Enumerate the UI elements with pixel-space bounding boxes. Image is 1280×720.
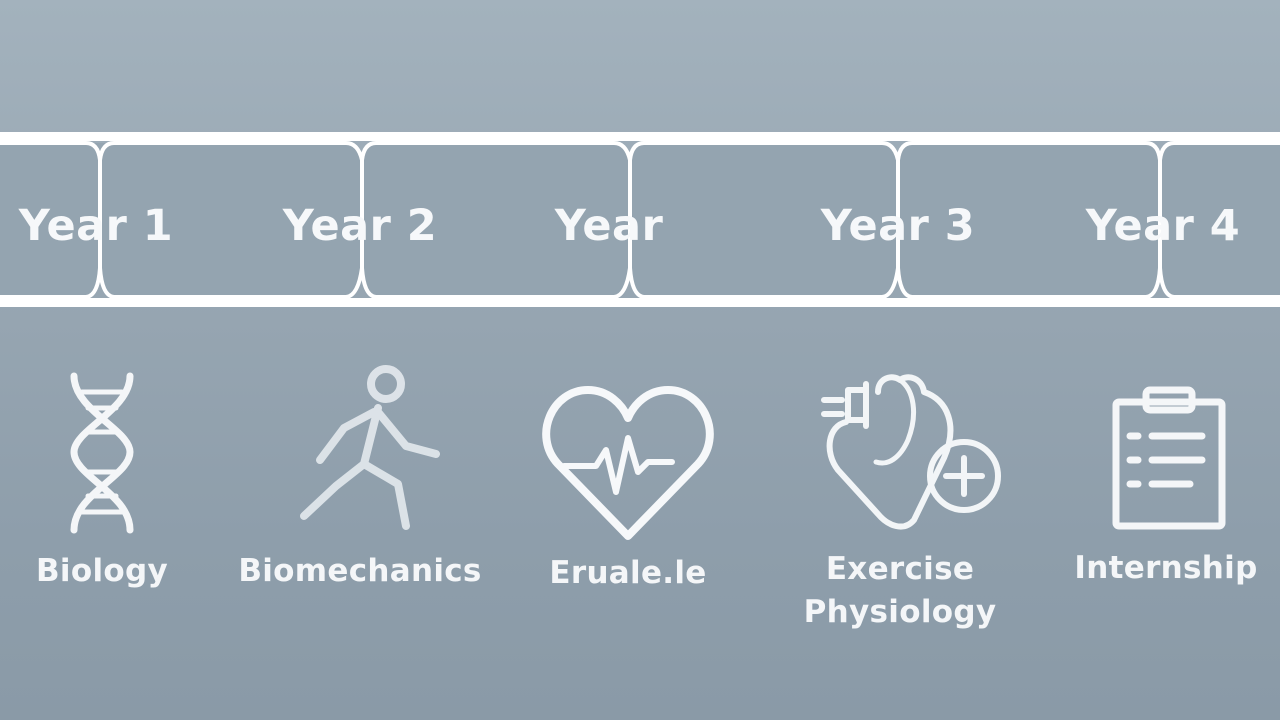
year-segment-2	[98, 141, 364, 299]
subject-label-internship: Internship	[1074, 550, 1258, 586]
year-label-5: Year 4	[1085, 201, 1241, 251]
subject-label-exercise-physiology: Exercise Physiology	[803, 551, 997, 630]
subject-label-3: Eruale.le	[549, 555, 707, 591]
year-label-1: Year 1	[18, 201, 174, 251]
heart-plus-icon	[818, 370, 1008, 535]
clipboard-checklist-icon	[1108, 384, 1230, 534]
year-segment-6	[1158, 141, 1280, 299]
year-label-3: Year	[554, 201, 664, 251]
year-label-2: Year 2	[282, 201, 438, 251]
heart-pulse-icon	[538, 384, 718, 544]
subject-label-biology: Biology	[36, 553, 168, 589]
year-segment-4	[628, 141, 900, 299]
year-label-4: Year 3	[820, 201, 976, 251]
dna-icon	[62, 370, 142, 535]
subject-label-biomechanics: Biomechanics	[238, 553, 482, 589]
timeline-top-rail	[0, 132, 1280, 141]
running-person-icon	[294, 364, 444, 534]
segment-1	[0, 143, 112, 153]
year-segment-3	[360, 141, 632, 299]
timeline-bottom-rail	[0, 298, 1280, 307]
year-segment-5	[896, 141, 1162, 299]
